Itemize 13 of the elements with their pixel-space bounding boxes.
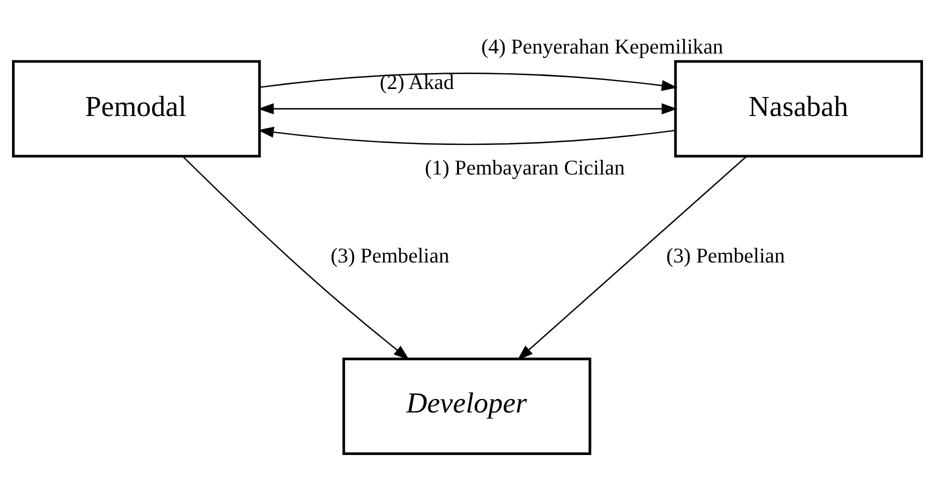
edge-label: (3) Pembelian (666, 244, 785, 268)
edge-label: (2) Akad (380, 70, 454, 94)
node-box: Nasabah (674, 60, 923, 158)
arrow (260, 72, 678, 92)
edge-label: (1) Pembayaran Cicilan (424, 155, 625, 180)
node-box: Pemodal (12, 60, 261, 158)
arrow (182, 156, 410, 360)
node-box: Developer (342, 358, 592, 456)
arrow (258, 103, 678, 114)
arrow (517, 156, 747, 360)
edge-label: (3) Pembelian (330, 244, 450, 268)
arrow (258, 126, 676, 145)
edge-label: (4) Penyerahan Kepemilikan (481, 34, 724, 58)
